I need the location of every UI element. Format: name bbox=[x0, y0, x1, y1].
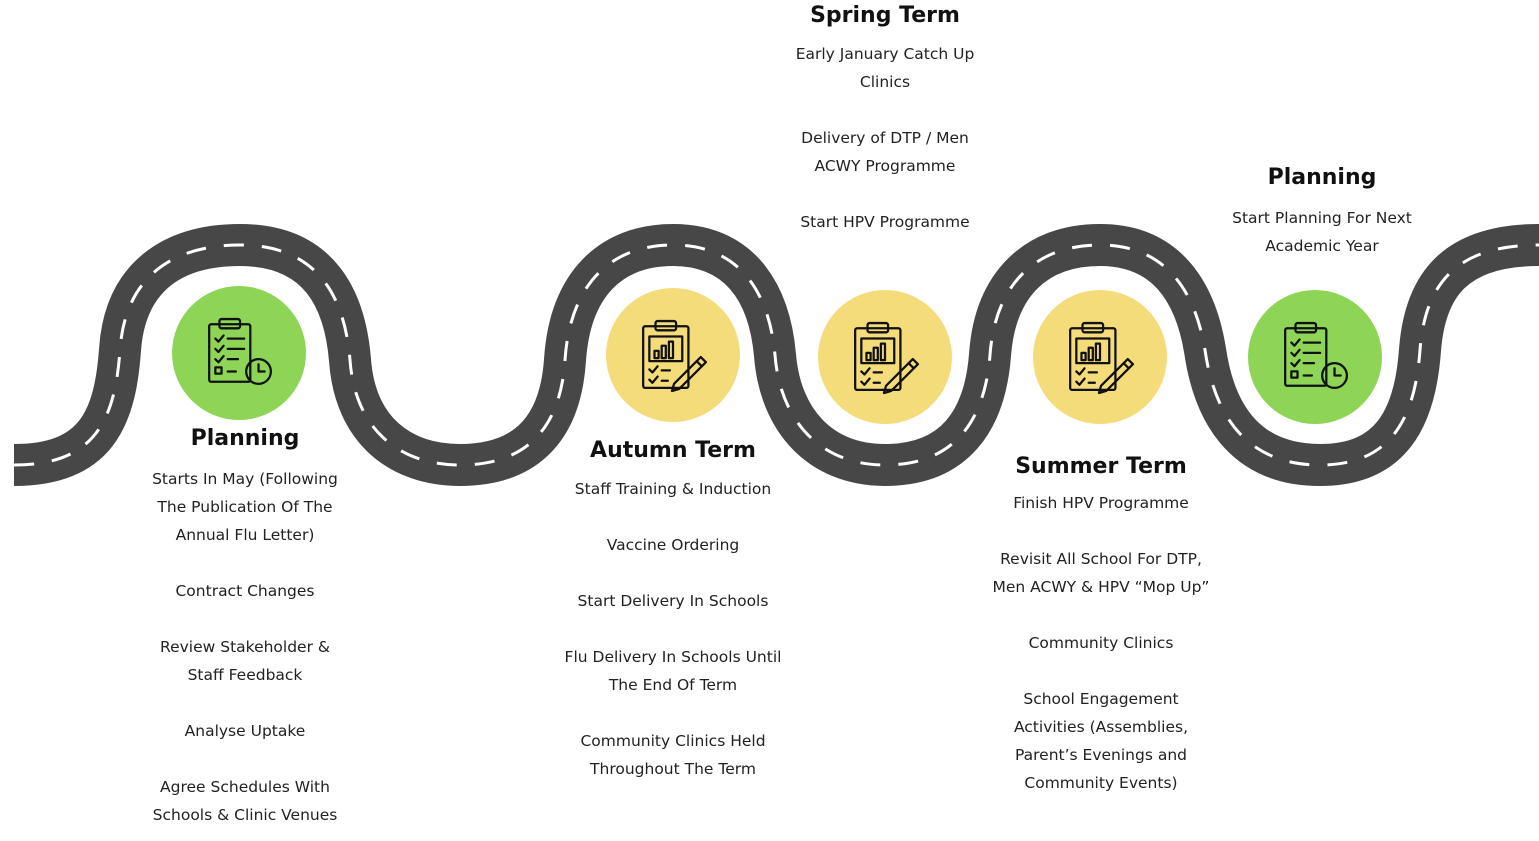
planning-next-stage: Planning Start Planning For Next Academi… bbox=[1222, 165, 1422, 260]
stage-item: Revisit All School For DTP, Men ACWY & H… bbox=[992, 550, 1210, 596]
stage-item: Contract Changes bbox=[175, 582, 315, 600]
clipboard-chart-icon bbox=[1069, 321, 1135, 395]
planning-start-stage: Planning Starts In May (Following The Pu… bbox=[140, 426, 350, 829]
checklist-clock-icon bbox=[208, 317, 273, 385]
stage-items: Start Planning For Next Academic Year bbox=[1222, 204, 1422, 260]
summer-term-circle bbox=[1033, 290, 1167, 424]
stage-item: Vaccine Ordering bbox=[606, 536, 740, 554]
spring-term-circle bbox=[818, 290, 952, 424]
checklist-clock-icon bbox=[1284, 321, 1349, 389]
stage-item: Start HPV Programme bbox=[800, 213, 970, 231]
stage-item: Early January Catch Up Clinics bbox=[795, 45, 975, 91]
clipboard-chart-icon bbox=[854, 321, 920, 395]
stage-items: Early January Catch Up Clinics Delivery … bbox=[780, 40, 990, 236]
stage-title: Planning bbox=[1267, 165, 1377, 190]
stage-item: Finish HPV Programme bbox=[1013, 494, 1189, 512]
stage-item: Agree Schedules With Schools & Clinic Ve… bbox=[152, 778, 338, 824]
stage-item: School Engagement Activities (Assemblies… bbox=[1013, 690, 1189, 792]
stage-item: Start Planning For Next Academic Year bbox=[1232, 209, 1412, 255]
stage-item: Start Delivery In Schools bbox=[577, 592, 769, 610]
stage-item: Flu Delivery In Schools Until The End Of… bbox=[564, 648, 782, 694]
stage-items: Staff Training & Induction Vaccine Order… bbox=[558, 475, 788, 783]
stage-title: Summer Term bbox=[1015, 454, 1187, 479]
planning-start-circle bbox=[172, 286, 306, 420]
stage-item: Analyse Uptake bbox=[184, 722, 306, 740]
summer-term-stage: Summer Term Finish HPV Programme Revisit… bbox=[990, 454, 1212, 797]
autumn-term-circle bbox=[606, 288, 740, 422]
spring-term-stage: Spring Term Early January Catch Up Clini… bbox=[780, 3, 990, 236]
stage-item: Community Clinics Held Throughout The Te… bbox=[580, 732, 766, 778]
autumn-term-stage: Autumn Term Staff Training & Induction V… bbox=[558, 438, 788, 783]
stage-title: Autumn Term bbox=[590, 438, 756, 463]
stage-title: Spring Term bbox=[810, 3, 960, 28]
clipboard-chart-icon bbox=[642, 319, 708, 393]
stage-items: Starts In May (Following The Publication… bbox=[140, 465, 350, 829]
stage-item: Delivery of DTP / Men ACWY Programme bbox=[801, 129, 969, 175]
stage-items: Finish HPV Programme Revisit All School … bbox=[990, 489, 1212, 797]
stage-item: Starts In May (Following The Publication… bbox=[152, 470, 338, 544]
planning-next-circle bbox=[1248, 290, 1382, 424]
stage-item: Community Clinics bbox=[1028, 634, 1174, 652]
stage-title: Planning bbox=[190, 426, 300, 451]
road-center-dashes bbox=[13, 243, 1539, 467]
stage-item: Staff Training & Induction bbox=[574, 480, 772, 498]
stage-item: Review Stakeholder & Staff Feedback bbox=[160, 638, 330, 684]
